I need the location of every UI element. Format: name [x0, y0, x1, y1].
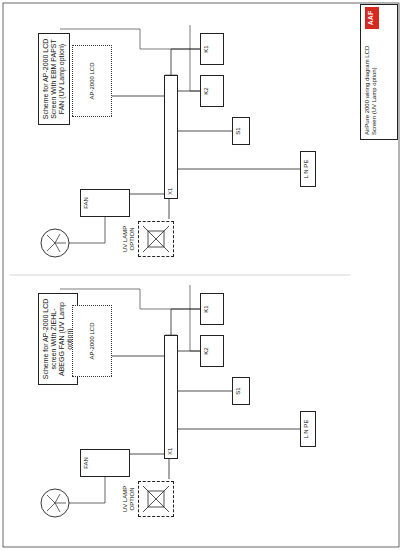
controller-board: AP-2000 LCD — [72, 305, 112, 377]
node-label: FAN — [83, 452, 90, 474]
node-label: K2 — [203, 338, 210, 364]
uv-lamp-option: UV LAMP OPTION — [122, 219, 174, 259]
node-label: X1 — [167, 339, 174, 455]
wire — [178, 429, 300, 430]
wire — [171, 49, 200, 75]
scheme-heading: Scheme for AP-2000 LCD Screen With EBM P… — [38, 33, 70, 125]
fan-connector: FAN — [80, 449, 130, 477]
controller-board: AP-2000 LCD — [72, 45, 112, 117]
node-label: AP-2000 LCD — [89, 62, 96, 99]
uv-lamp-option: UV LAMP OPTION — [122, 479, 174, 519]
wire — [169, 459, 170, 479]
relay-box: K2 — [200, 75, 224, 107]
title-block: AirPure 2000 wiring diagram LCD Screen (… — [360, 4, 398, 140]
wire — [178, 169, 300, 170]
wire — [178, 91, 200, 92]
wire — [169, 199, 170, 219]
node-label: FAN — [83, 192, 90, 214]
wire — [178, 351, 200, 352]
wire — [171, 309, 200, 335]
mains-terminal: L N PE — [300, 411, 316, 447]
mains-terminal: L N PE — [300, 151, 316, 187]
page-frame — [3, 3, 399, 547]
node-label: AAF — [367, 9, 375, 27]
node-label: L N PE — [303, 154, 310, 184]
wire — [130, 454, 164, 455]
sheet-divider — [10, 275, 350, 276]
node-label: K2 — [203, 78, 210, 104]
uv-lamp-box — [138, 481, 174, 517]
node-label: AirPure 2000 wiring diagram LCD Screen (… — [364, 37, 378, 135]
wire — [178, 391, 232, 392]
node-label: K1 — [203, 296, 210, 322]
node-label: L N PE — [303, 414, 310, 444]
switch-box: S1 — [232, 377, 250, 405]
node-label: X1 — [167, 79, 174, 195]
fan-illustration — [41, 285, 200, 517]
node-label: UV LAMP OPTION — [122, 479, 136, 519]
relay-box: K1 — [200, 293, 224, 325]
node-label: S1 — [235, 120, 242, 142]
uv-lamp-box — [138, 221, 174, 257]
terminal-strip: X1 — [164, 335, 178, 459]
node-label: Scheme for AP-2000 LCD screen With ZIEHL… — [42, 297, 74, 381]
relay-box: K1 — [200, 33, 224, 65]
terminal-strip: X1 — [164, 75, 178, 199]
wire — [178, 131, 232, 132]
node-label: K1 — [203, 36, 210, 62]
wire — [112, 96, 164, 97]
company-logo: AAF — [365, 7, 379, 29]
node-label: UV LAMP OPTION — [122, 219, 136, 259]
fan-illustration — [41, 25, 200, 257]
node-label: S1 — [235, 380, 242, 402]
switch-box: S1 — [232, 117, 250, 145]
node-label: AP-2000 LCD — [89, 322, 96, 359]
node-label: Scheme for AP-2000 LCD Screen With EBM P… — [42, 37, 66, 121]
fan-connector: FAN — [80, 189, 130, 217]
wire — [130, 194, 164, 195]
wire — [112, 356, 164, 357]
relay-box: K2 — [200, 335, 224, 367]
